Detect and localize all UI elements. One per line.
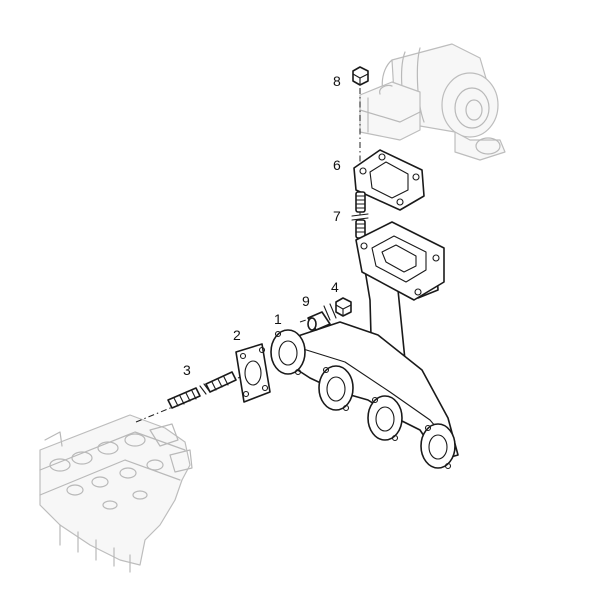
callout-labels: 8 6 7 4 9 1 2 3 bbox=[183, 73, 341, 378]
callout-4: 4 bbox=[331, 279, 339, 295]
cylinder-head-ghost bbox=[39, 414, 193, 573]
callout-8: 8 bbox=[333, 73, 341, 89]
callout-9: 9 bbox=[302, 293, 310, 309]
stud-part-3 bbox=[167, 371, 237, 409]
turbocharger-ghost bbox=[359, 43, 506, 161]
turbo-flange-gasket-part-6 bbox=[353, 149, 425, 211]
spacer-sleeve-part-9 bbox=[307, 303, 337, 331]
exhaust-manifold-part-1 bbox=[270, 221, 459, 470]
manifold-gasket-part-2 bbox=[235, 343, 271, 403]
callout-1: 1 bbox=[274, 311, 282, 327]
callout-2: 2 bbox=[233, 327, 241, 343]
stud-part-7 bbox=[351, 191, 369, 239]
callout-3: 3 bbox=[183, 362, 191, 378]
callout-7: 7 bbox=[333, 208, 341, 224]
nut-part-4 bbox=[335, 297, 352, 317]
callout-6: 6 bbox=[333, 157, 341, 173]
nut-part-8 bbox=[352, 66, 369, 86]
